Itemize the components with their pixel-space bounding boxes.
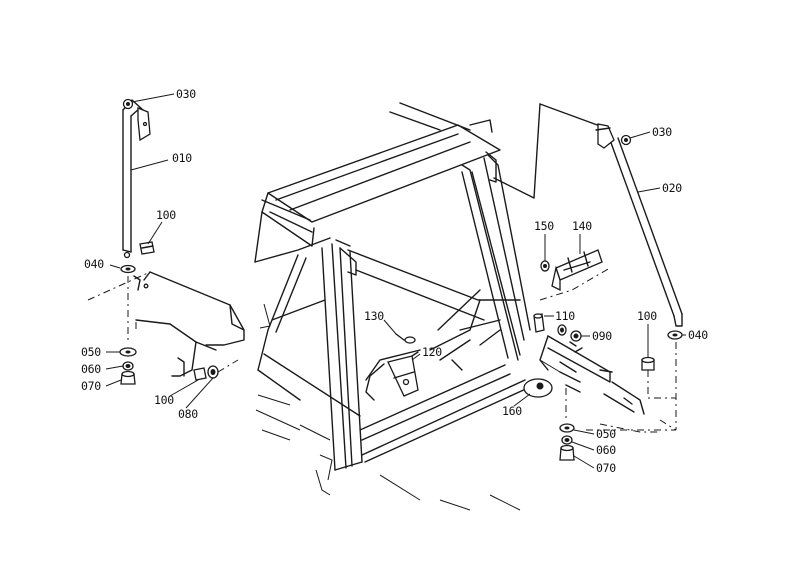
bolt-030-left: [122, 98, 134, 110]
label-100-upper-left: 100: [156, 208, 176, 222]
cab-frame: [254, 102, 645, 511]
nut-090: [570, 330, 582, 342]
label-050-right: 050: [596, 427, 616, 441]
part-020-bar: [595, 123, 683, 327]
nut-080-left: [207, 365, 219, 379]
label-100-lower-left: 100: [154, 393, 174, 407]
label-050-left: 050: [81, 345, 101, 359]
label-070-right: 070: [596, 461, 616, 475]
washer-050-right: [559, 423, 575, 433]
bolt-110: [533, 313, 545, 333]
nut-070-right: [559, 444, 575, 461]
nut-100-right: [641, 356, 655, 371]
nut-070-left: [120, 370, 136, 385]
label-110: 110: [555, 309, 575, 323]
label-150: 150: [534, 219, 554, 233]
part-010-bar: [122, 99, 151, 259]
label-040-right: 040: [688, 328, 708, 342]
washer-060-left: [122, 361, 134, 371]
label-160: 160: [502, 404, 522, 418]
label-130: 130: [364, 309, 384, 323]
label-120: 120: [422, 345, 442, 359]
label-060-left: 060: [81, 362, 101, 376]
label-140: 140: [572, 219, 592, 233]
callouts: 030 010 100 040 050 060 070 100 080 130 …: [81, 87, 709, 475]
label-020: 020: [662, 181, 682, 195]
label-080: 080: [178, 407, 198, 421]
label-040-left: 040: [84, 257, 104, 271]
washer-050-left: [119, 347, 137, 357]
label-100-right: 100: [637, 309, 657, 323]
label-030-left: 030: [176, 87, 196, 101]
label-090: 090: [592, 329, 612, 343]
label-070-left: 070: [81, 379, 101, 393]
left-plate: [133, 271, 245, 377]
part-120: [365, 351, 419, 401]
label-060-right: 060: [596, 443, 616, 457]
part-130: [395, 333, 416, 344]
leader-020b: [493, 103, 541, 199]
label-030-right: 030: [652, 125, 672, 139]
part-160: [523, 378, 553, 398]
washer-060-right: [561, 435, 573, 445]
leader-020: [539, 103, 601, 127]
label-010: 010: [172, 151, 192, 165]
bolt-030-right: [620, 134, 632, 146]
nut-100-upper-left: [139, 241, 155, 255]
leader-lines: [87, 267, 677, 433]
bracket-140: [551, 249, 603, 292]
bolt-150: [540, 260, 550, 272]
nut-110-washer: [557, 324, 567, 336]
nut-100-lower-left: [193, 367, 207, 381]
